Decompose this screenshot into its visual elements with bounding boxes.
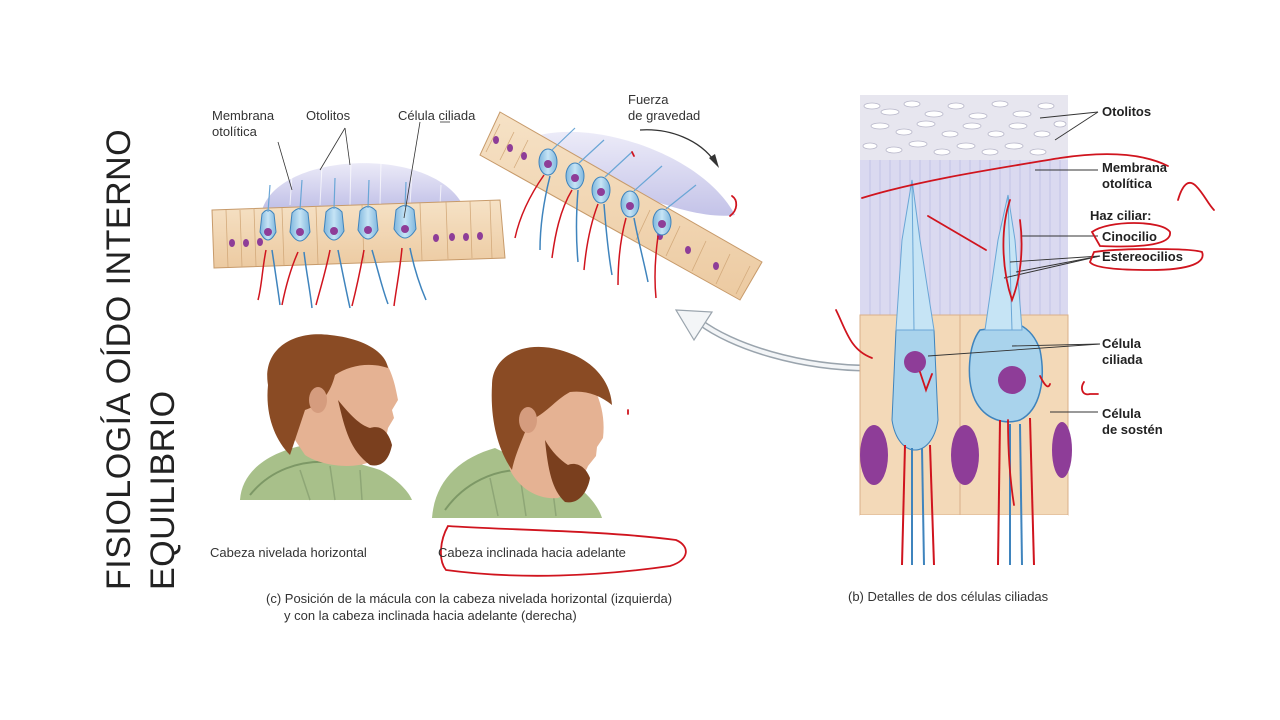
detail-label-de-sosten: de sostén [1102,422,1163,437]
detail-label-cinocilio: Cinocilio [1102,229,1157,244]
label-otolitos: Otolitos [306,108,351,123]
head-level-illustration [240,334,412,501]
detail-label-celula-2: Célula [1102,406,1142,421]
detail-label-haz-ciliar: Haz ciliar: [1090,208,1152,223]
label-otolitica: otolítica [212,124,257,139]
caption-head-tilted: Cabeza inclinada hacia adelante [438,545,626,560]
label-fuerza: Fuerza [628,92,669,107]
label-de-gravedad: de gravedad [628,108,701,123]
curved-arrow [674,309,881,372]
detail-label-otolitica: otolítica [1102,176,1152,191]
caption-b: (b) Detalles de dos células ciliadas [848,589,1049,604]
caption-head-level: Cabeza nivelada horizontal [210,545,367,560]
detail-label-ciliada: ciliada [1102,352,1143,367]
detail-label-membrana: Membrana [1102,160,1168,175]
label-celula-ciliada: Célula ciliada [398,108,476,123]
caption-c-line1: (c) Posición de la mácula con la cabeza … [266,591,673,606]
label-membrana: Membrana [212,108,275,123]
red-annotations [440,151,1215,577]
detail-label-otolitos: Otolitos [1102,104,1152,119]
head-tilted-illustration [432,346,612,518]
macula-tilted [440,111,763,301]
hair-cell-detail [859,95,1101,566]
detail-label-estereocilios: Estereocilios [1102,249,1183,264]
caption-c-line2: y con la cabeza inclinada hacia adelante… [284,608,577,623]
detail-label-celula: Célula [1102,336,1142,351]
macula-level [211,121,506,309]
